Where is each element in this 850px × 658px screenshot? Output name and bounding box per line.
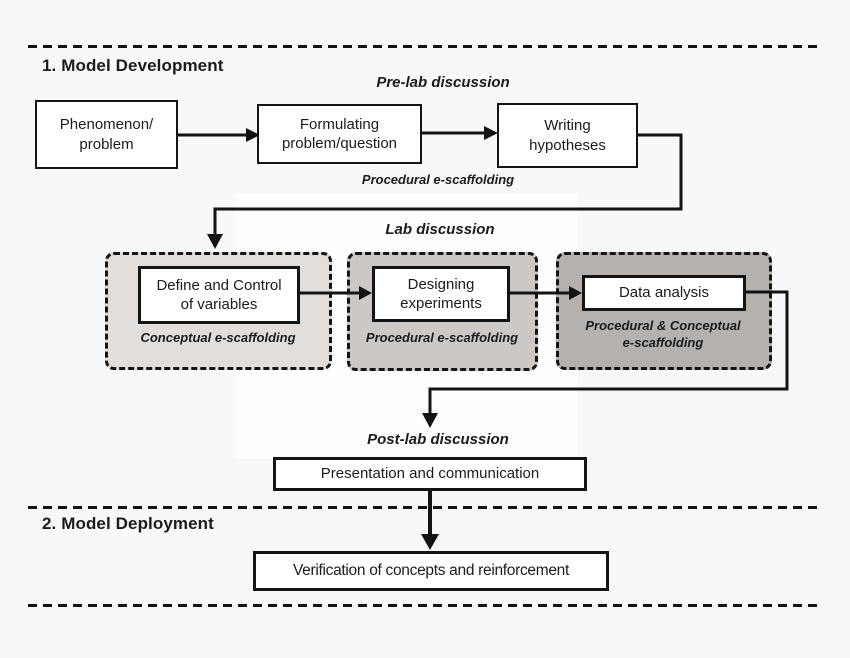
node-writing-hypotheses: Writing hypotheses	[497, 103, 638, 168]
phase-label-pre-lab: Pre-lab discussion	[376, 74, 510, 91]
section-divider-top	[28, 45, 822, 48]
phase-label-post-lab: Post-lab discussion	[367, 431, 509, 448]
node-presentation-and-communication: Presentation and communication	[273, 457, 587, 491]
scaffolding-label-procedural-prelab: Procedural e-scaffolding	[361, 172, 515, 187]
scaffolding-label-procedural-lab: Procedural e-scaffolding	[365, 330, 519, 345]
node-data-analysis: Data analysis	[582, 275, 746, 311]
node-verification-of-concepts: Verification of concepts and reinforceme…	[253, 551, 609, 591]
scaffolding-label-procedural-conceptual: Procedural & Conceptual e-scaffolding	[585, 318, 741, 350]
node-designing-experiments: Designing experiments	[372, 266, 510, 322]
section-title-model-deployment: 2. Model Deployment	[42, 514, 214, 533]
phase-label-lab: Lab discussion	[385, 221, 495, 238]
section-divider-middle	[28, 506, 822, 509]
arrow-formulating-to-writing	[422, 126, 498, 140]
section-title-model-development: 1. Model Development	[42, 56, 224, 75]
node-formulating-problem-question: Formulating problem/question	[257, 104, 422, 164]
node-phenomenon-problem: Phenomenon/ problem	[35, 100, 178, 169]
arrow-presentation-to-verification	[421, 491, 439, 550]
arrow-phenomenon-to-formulating	[178, 128, 260, 142]
scaffolding-label-conceptual: Conceptual e-scaffolding	[140, 330, 296, 345]
node-define-and-control-of-variables: Define and Control of variables	[138, 266, 300, 324]
section-divider-bottom	[28, 604, 822, 607]
group-procedural-conceptual-scaffolding	[556, 252, 772, 370]
